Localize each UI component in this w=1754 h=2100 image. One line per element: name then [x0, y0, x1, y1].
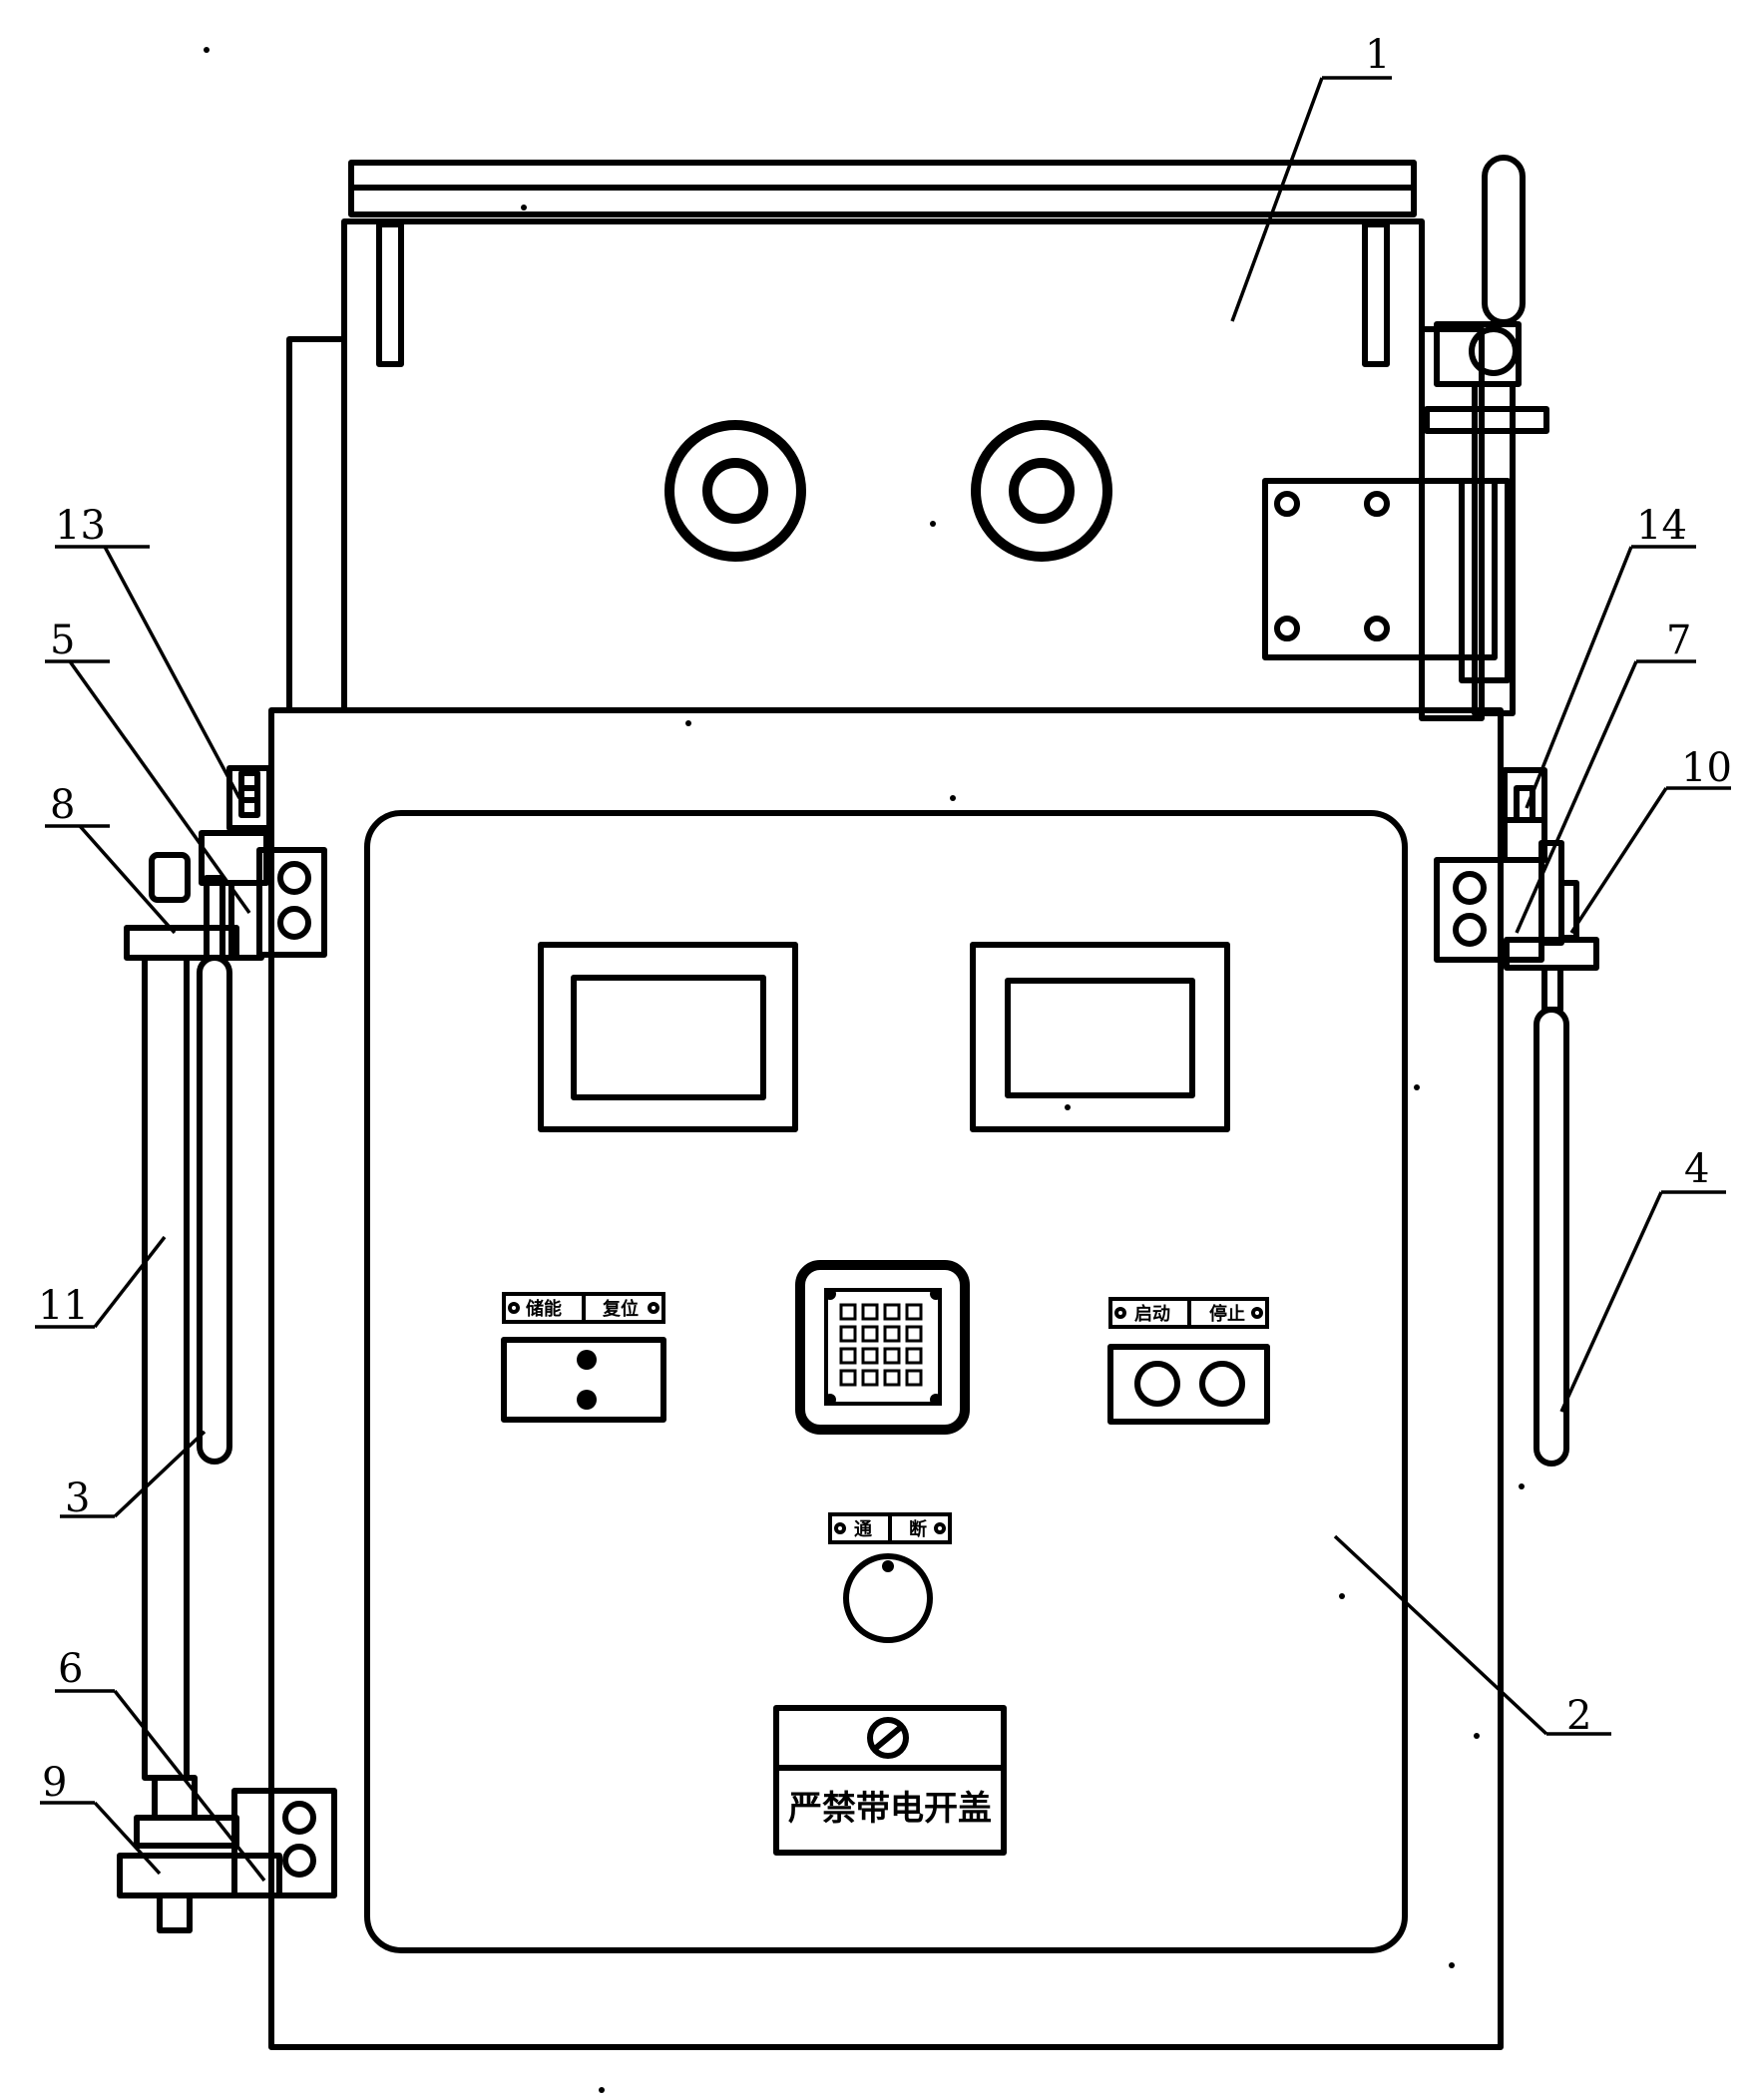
warning-nameplate: 严禁带电开盖 [776, 1708, 1004, 1853]
callout-2: 2 [1566, 1693, 1591, 1739]
label-selector-a: 通 [854, 1519, 872, 1540]
keypad-key [841, 1327, 855, 1341]
keypad-key [863, 1371, 877, 1385]
label-left-a: 储能 [525, 1298, 562, 1320]
callout-4: 4 [1684, 1146, 1709, 1192]
keypad-key [885, 1349, 899, 1363]
keypad-key [885, 1305, 899, 1319]
button-dot-lower [577, 1390, 597, 1410]
keypad-key [907, 1327, 921, 1341]
nameplate-text: 严禁带电开盖 [788, 1789, 992, 1829]
operating-handle [1265, 158, 1546, 713]
keypad-corner-screw [824, 1394, 836, 1406]
keypad-corner-screw [930, 1394, 942, 1406]
callout-3: 3 [65, 1475, 90, 1521]
display-window-right [973, 945, 1227, 1129]
callout-7: 7 [1666, 618, 1691, 663]
callout-6: 6 [58, 1646, 83, 1692]
keypad-key [885, 1371, 899, 1385]
display-window-left [541, 945, 795, 1129]
right-rod-assembly [1536, 968, 1566, 1464]
right-hinge [1437, 770, 1596, 968]
button-dot-upper [577, 1350, 597, 1370]
control-group-left: 储能 复位 [504, 1294, 663, 1420]
keypad-key [907, 1371, 921, 1385]
label-selector-b: 断 [909, 1518, 927, 1540]
label-right-a: 启动 [1134, 1303, 1170, 1325]
callout-11: 11 [38, 1283, 89, 1329]
label-right-b: 停止 [1209, 1303, 1245, 1325]
callout-14: 14 [1636, 503, 1687, 549]
left-hinge-lower [234, 1791, 334, 1895]
callout-8: 8 [50, 782, 75, 828]
callout-10: 10 [1681, 745, 1732, 791]
keypad-key [907, 1305, 921, 1319]
start-button [1137, 1364, 1177, 1404]
upper-housing [289, 163, 1482, 718]
label-left-b: 复位 [602, 1298, 639, 1320]
selector-switch: 通 断 [830, 1514, 950, 1640]
keypad-corner-screw [824, 1288, 836, 1300]
callout-1: 1 [1365, 32, 1390, 78]
callout-5: 5 [50, 618, 75, 663]
keypad-key [863, 1305, 877, 1319]
viewing-port-left [669, 425, 801, 557]
control-group-right: 启动 停止 [1110, 1299, 1267, 1422]
keypad-key [841, 1349, 855, 1363]
keypad-key [863, 1327, 877, 1341]
left-rod-assembly [120, 855, 279, 1930]
stop-button [1202, 1364, 1242, 1404]
keypad [800, 1265, 965, 1430]
keypad-key [841, 1305, 855, 1319]
callout-9: 9 [42, 1760, 67, 1806]
keypad-key [863, 1349, 877, 1363]
keypad-key [841, 1371, 855, 1385]
keypad-corner-screw [930, 1288, 942, 1300]
keypad-key [885, 1327, 899, 1341]
callout-13: 13 [55, 503, 106, 549]
viewing-port-right [976, 425, 1107, 557]
keypad-key [907, 1349, 921, 1363]
